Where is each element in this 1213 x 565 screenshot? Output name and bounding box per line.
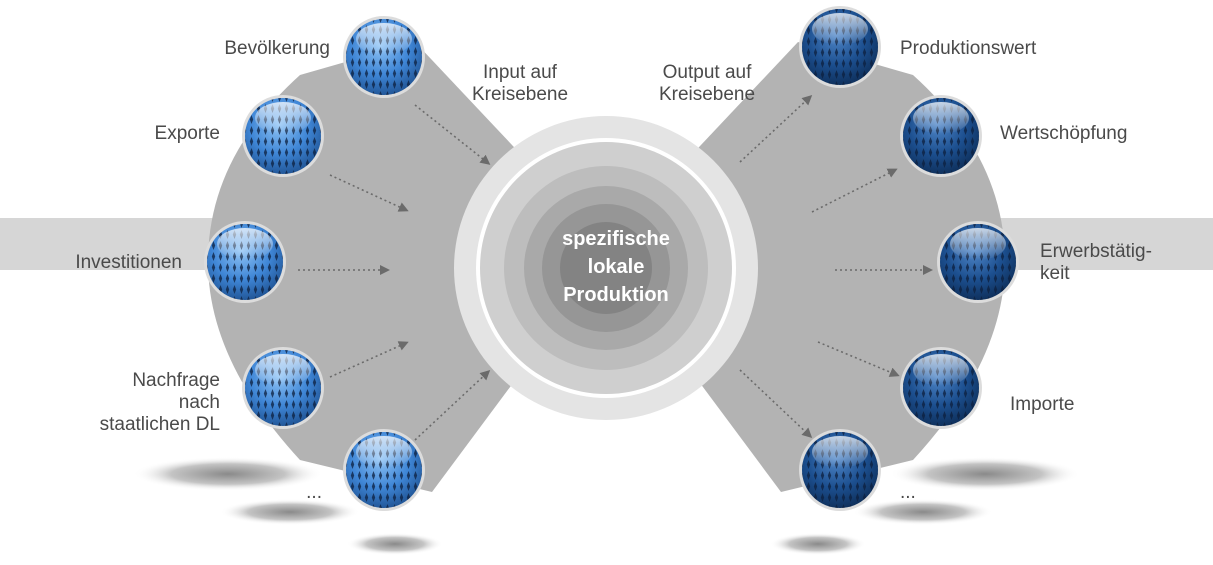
- output-label-3-line-1: Erwerbstätig-: [1040, 241, 1152, 262]
- output-node-3: [937, 221, 1019, 303]
- output-node-5: [799, 429, 881, 511]
- arrow-input-5: [414, 369, 491, 441]
- arrow-output-1: [739, 94, 813, 163]
- output-heading-line-1: Output auf: [662, 62, 752, 83]
- input-heading: Input auf Kreisebene: [455, 62, 585, 106]
- input-node-4: [242, 347, 324, 429]
- input-node-1: [343, 16, 425, 98]
- arrow-input-1: [414, 104, 491, 165]
- arrow-output-5: [739, 369, 813, 439]
- input-node-3: [204, 221, 286, 303]
- input-label-4-line-1: Nachfrage: [132, 370, 220, 391]
- output-heading-line-2: Kreisebene: [658, 84, 756, 105]
- arrow-input-4: [329, 341, 409, 378]
- input-label-5: ...: [306, 482, 322, 503]
- arrow-output-4: [817, 341, 900, 377]
- center-label: spezifische lokale Produktion: [530, 225, 702, 309]
- output-label-1: Produktionswert: [900, 38, 1037, 59]
- output-nodes: [799, 6, 1019, 511]
- input-label-2: Exporte: [154, 123, 220, 144]
- center-line-3: Produktion: [563, 284, 669, 306]
- output-label-3-line-2: keit: [1040, 263, 1070, 284]
- input-node-5: [343, 429, 425, 511]
- input-nodes: [204, 16, 425, 511]
- input-node-2: [242, 95, 324, 177]
- output-arrows: [739, 94, 933, 439]
- input-arrows: [298, 104, 491, 441]
- output-label-4: Importe: [1010, 394, 1075, 415]
- output-node-4: [900, 347, 982, 429]
- input-label-4: Nachfrage nach staatlichen DL: [60, 370, 220, 436]
- input-label-4-line-2: nach: [178, 392, 220, 413]
- input-label-3: Investitionen: [75, 252, 182, 273]
- arrow-output-2: [811, 168, 898, 213]
- center-hub: [454, 116, 758, 420]
- arrow-input-2: [329, 174, 409, 212]
- output-node-1: [799, 6, 881, 88]
- output-heading: Output auf Kreisebene: [642, 62, 772, 106]
- output-node-2: [900, 95, 982, 177]
- output-label-5: ...: [900, 482, 916, 503]
- input-heading-line-2: Kreisebene: [471, 84, 569, 105]
- floor-shadows: [133, 457, 1080, 555]
- output-label-2: Wertschöpfung: [1000, 123, 1128, 144]
- input-label-1: Bevölkerung: [224, 38, 330, 59]
- center-line-2: lokale: [587, 256, 645, 278]
- output-label-3: Erwerbstätig- keit: [1040, 241, 1200, 285]
- input-label-4-line-3: staatlichen DL: [99, 414, 220, 435]
- input-heading-line-1: Input auf: [483, 62, 557, 83]
- center-line-1: spezifische: [562, 228, 670, 250]
